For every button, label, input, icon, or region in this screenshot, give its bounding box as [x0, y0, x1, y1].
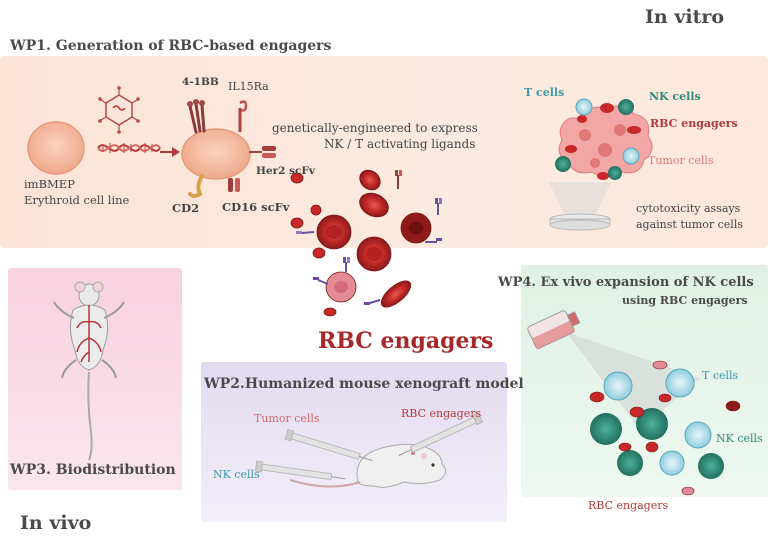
tumor-cluster-icon: [555, 98, 653, 180]
assay-rbc-label: RBC engagers: [650, 117, 738, 130]
wp4-nkcells-label: NK cells: [716, 432, 763, 445]
in-vivo-header: In vivo: [20, 512, 92, 534]
wp2-nk-label: NK cells: [213, 468, 260, 481]
rbc-cluster: [290, 169, 432, 317]
wp2-panel: [201, 362, 507, 522]
engineering-text-2: NK / T activating ligands: [324, 137, 476, 151]
assay-tcells-label: T cells: [524, 86, 565, 99]
ligand-cd2-label: CD2: [172, 201, 200, 215]
wp3-title: WP3. Biodistribution: [10, 462, 176, 478]
ligand-cd16-label: CD16 scFv: [222, 200, 290, 214]
wp4-title: WP4. Ex vivo expansion of NK cells: [498, 275, 754, 290]
ligand-il15ra-label: IL15Ra: [228, 80, 269, 93]
wp4-subtitle: using RBC engagers: [622, 294, 748, 307]
dna-icon: [97, 143, 161, 153]
assay-tumor-label: Tumor cells: [648, 154, 714, 167]
assay-text-1: cytotoxicity assays: [636, 202, 741, 215]
petri-dish-icon: [549, 182, 611, 231]
ligand-41bb-label: 4-1BB: [182, 76, 219, 88]
wp2-title: WP2.Humanized mouse xenograft model: [204, 376, 524, 392]
wp4-tcells-label: T cells: [702, 369, 739, 382]
mouse-sideview-icon: [289, 443, 446, 488]
cell-line-label-1: imBMEP: [24, 177, 75, 191]
engineered-cell-icon: [181, 99, 276, 198]
wp4-panel: [521, 265, 768, 497]
mouse-topview-icon: [53, 281, 125, 461]
wp2-rbc-label: RBC engagers: [401, 407, 482, 420]
assay-text-2: against tumor cells: [636, 218, 743, 231]
virus-icon: [98, 86, 140, 134]
engineering-text-1: genetically-engineered to express: [272, 121, 478, 135]
wp4-cells: [589, 360, 741, 496]
wp1-title: WP1. Generation of RBC-based engagers: [10, 38, 332, 54]
erythroid-cell-icon: [27, 121, 85, 175]
cell-line-label-2: Erythroid cell line: [24, 193, 130, 207]
assay-nkcells-label: NK cells: [649, 90, 701, 103]
culture-flask-icon: [527, 310, 700, 430]
in-vitro-header: In vitro: [645, 6, 725, 28]
arrow-icon: [160, 147, 180, 157]
syringe-icons: [254, 412, 484, 481]
ligand-her2-label: Her2 scFv: [256, 165, 315, 177]
rbc-ligand-icons: [296, 170, 442, 305]
wp3-panel: [8, 268, 182, 490]
rbc-engagers-center-label: RBC engagers: [318, 328, 494, 354]
wp4-rbc-label: RBC engagers: [588, 499, 669, 512]
wp2-tumor-label: Tumor cells: [254, 412, 320, 425]
